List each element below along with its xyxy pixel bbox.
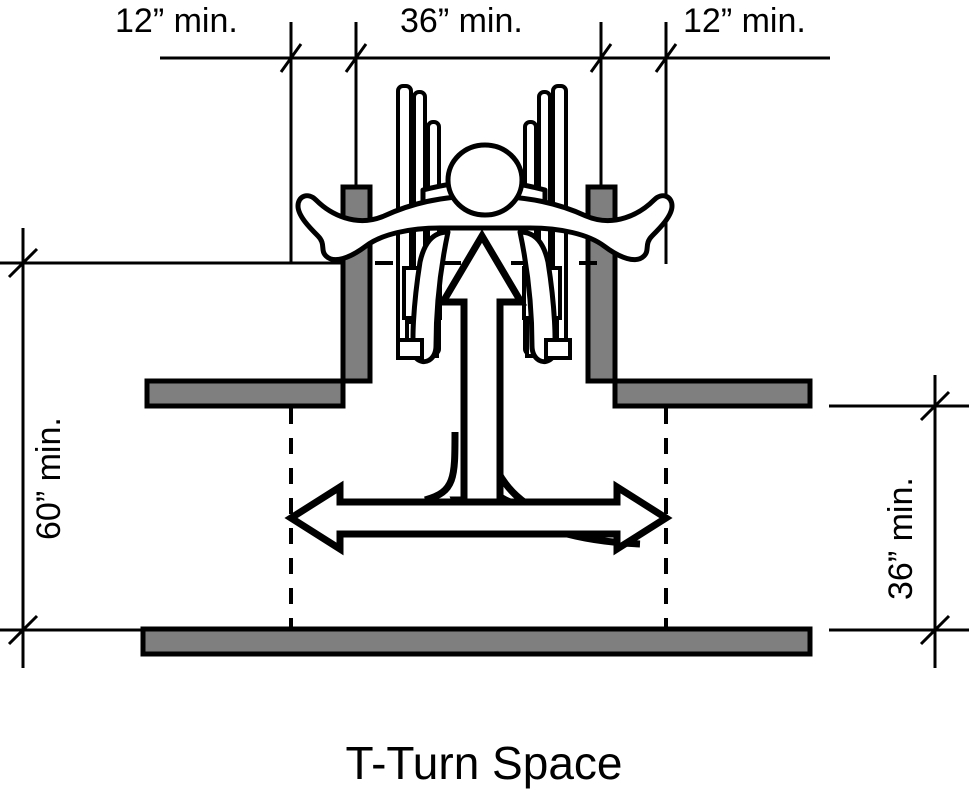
figure-title: T-Turn Space bbox=[346, 737, 623, 789]
dimension-label-top-right: 12” min. bbox=[683, 2, 806, 40]
left-tick-bottom bbox=[7, 614, 39, 646]
dimension-label-right: 36” min. bbox=[882, 477, 920, 600]
right-tick-top bbox=[919, 390, 951, 422]
left-tick-top bbox=[7, 247, 39, 279]
walls-group bbox=[140, 184, 813, 657]
user-torso-and-arms bbox=[295, 193, 675, 263]
horizontal-double-arrow bbox=[284, 480, 673, 556]
right-tick-bottom bbox=[919, 614, 951, 646]
wheelchair-user-figure bbox=[295, 84, 675, 364]
left-dimension-group: 60” min. bbox=[0, 228, 356, 668]
caster-left bbox=[396, 338, 424, 360]
left-wall bbox=[144, 184, 373, 409]
dimension-label-top-left: 12” min. bbox=[115, 2, 238, 40]
turn-curve-outer-left bbox=[424, 431, 459, 504]
top-dimension-group: 12” min. 36” min. 12” min. bbox=[115, 2, 830, 264]
right-dimension-group: 36” min. bbox=[829, 375, 969, 668]
right-wall bbox=[585, 184, 813, 409]
dimension-label-left: 60” min. bbox=[30, 417, 68, 540]
top-tick-2 bbox=[344, 43, 368, 73]
bottom-wall bbox=[140, 626, 813, 657]
top-tick-4 bbox=[654, 43, 678, 73]
movement-arrows-group bbox=[284, 229, 673, 556]
user-head bbox=[445, 142, 525, 218]
top-tick-3 bbox=[589, 43, 613, 73]
dimension-label-top-center: 36” min. bbox=[400, 2, 523, 40]
caster-right bbox=[544, 338, 572, 360]
top-tick-1 bbox=[279, 43, 303, 73]
